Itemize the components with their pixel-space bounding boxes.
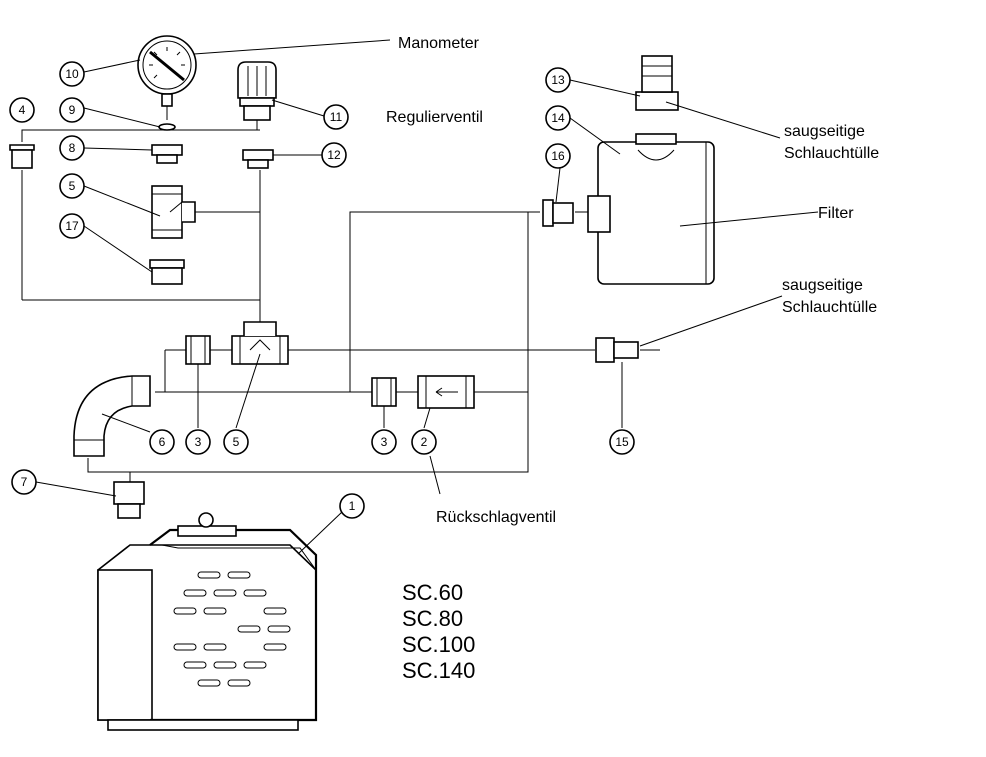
elbow-fitting [73,375,151,457]
label-rueckschlagventil: Rückschlagventil [436,509,556,526]
filter-housing [587,55,715,285]
svg-text:2: 2 [421,435,428,449]
svg-text:11: 11 [330,110,343,124]
svg-text:13: 13 [551,73,565,87]
part-label-1: 1 [339,493,365,519]
model-sc140: SC.140 [402,658,475,683]
svg-text:5: 5 [69,179,76,193]
pump-unit [97,512,318,731]
svg-text:1: 1 [349,499,356,513]
part-label-7: 7 [11,469,37,495]
part-label-8: 8 [59,135,85,161]
svg-text:4: 4 [19,103,26,117]
regulator-valve [237,61,277,130]
svg-text:6: 6 [159,435,166,449]
leader-lines [35,39,819,555]
part-label-3-right: 3 [371,429,397,455]
svg-text:10: 10 [65,67,79,81]
label-saugseitige-right: saugseitige [782,277,863,294]
svg-text:8: 8 [69,141,76,155]
model-sc60: SC.60 [402,580,463,605]
svg-text:15: 15 [615,435,629,449]
svg-text:9: 9 [69,103,76,117]
model-sc100: SC.100 [402,632,475,657]
fittings [9,123,639,519]
label-regulierventil: Regulierventil [386,109,483,126]
manometer-gauge [137,35,197,120]
model-sc80: SC.80 [402,606,463,631]
part-label-14: 14 [545,105,571,131]
label-schlauchtuelle-top: Schlauchtülle [784,145,879,162]
model-list: SC.60 SC.80 SC.100 SC.140 [402,580,475,683]
part-label-16: 16 [545,143,571,169]
part-label-6: 6 [149,429,175,455]
label-saugseitige-top: saugseitige [784,123,865,140]
svg-text:5: 5 [233,435,240,449]
label-filter: Filter [818,205,854,222]
pipe-lines [21,129,660,482]
part-label-11: 11 [323,104,349,130]
part-label-5-bottom: 5 [223,429,249,455]
part-label-2: 2 [411,429,437,455]
svg-text:17: 17 [65,219,79,233]
part-number-circles: 10 4 9 8 5 17 11 12 13 14 16 6 3 5 3 2 1… [9,61,635,519]
label-manometer: Manometer [398,35,480,52]
svg-text:7: 7 [21,475,28,489]
label-schlauchtuelle-right: Schlauchtülle [782,299,877,316]
svg-text:3: 3 [381,435,388,449]
part-label-13: 13 [545,67,571,93]
svg-text:12: 12 [327,148,341,162]
part-label-10: 10 [59,61,85,87]
part-label-4: 4 [9,97,35,123]
part-label-17: 17 [59,213,85,239]
svg-text:3: 3 [195,435,202,449]
svg-text:14: 14 [551,111,565,125]
part-label-3-left: 3 [185,429,211,455]
svg-text:16: 16 [551,149,565,163]
part-label-15: 15 [609,429,635,455]
part-label-12: 12 [321,142,347,168]
part-label-5-top: 5 [59,173,85,199]
part-label-9: 9 [59,97,85,123]
text-labels: Manometer Regulierventil saugseitige Sch… [386,35,879,526]
